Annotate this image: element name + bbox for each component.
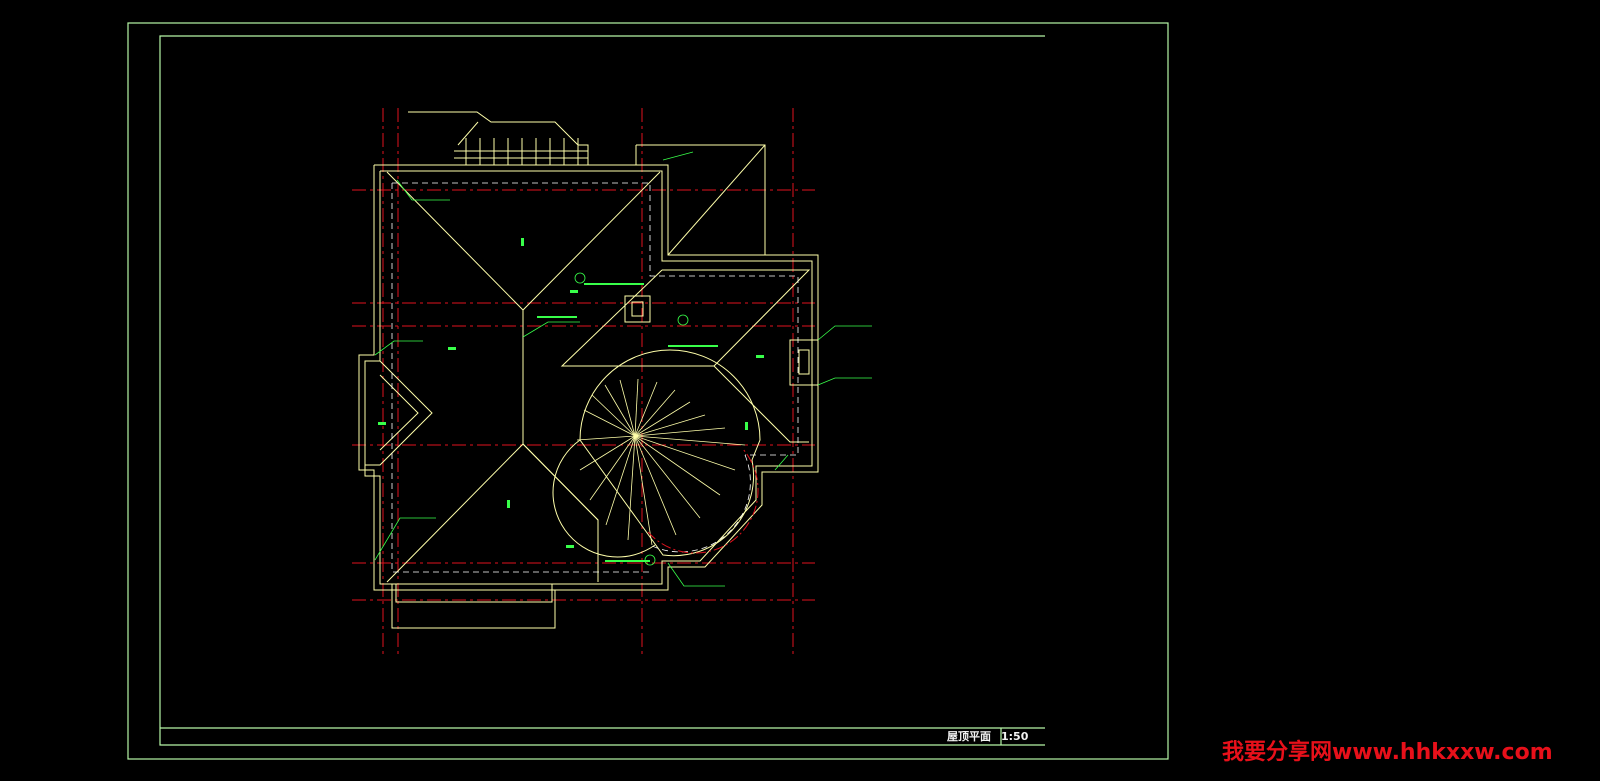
annotation-markers [378,238,764,566]
drawing-title: 屋顶平面 [947,730,991,743]
stair-edge [647,447,759,554]
annotation-leaders [374,151,872,587]
drawing-scale: 1:50 [1001,730,1029,743]
drawing-frame [127,22,1169,760]
watermark-text: 我要分享网www.hhkxxw.com [1222,740,1553,765]
axis-lines [352,108,815,658]
gutter-lines [391,182,799,573]
roof-plan [358,111,819,629]
